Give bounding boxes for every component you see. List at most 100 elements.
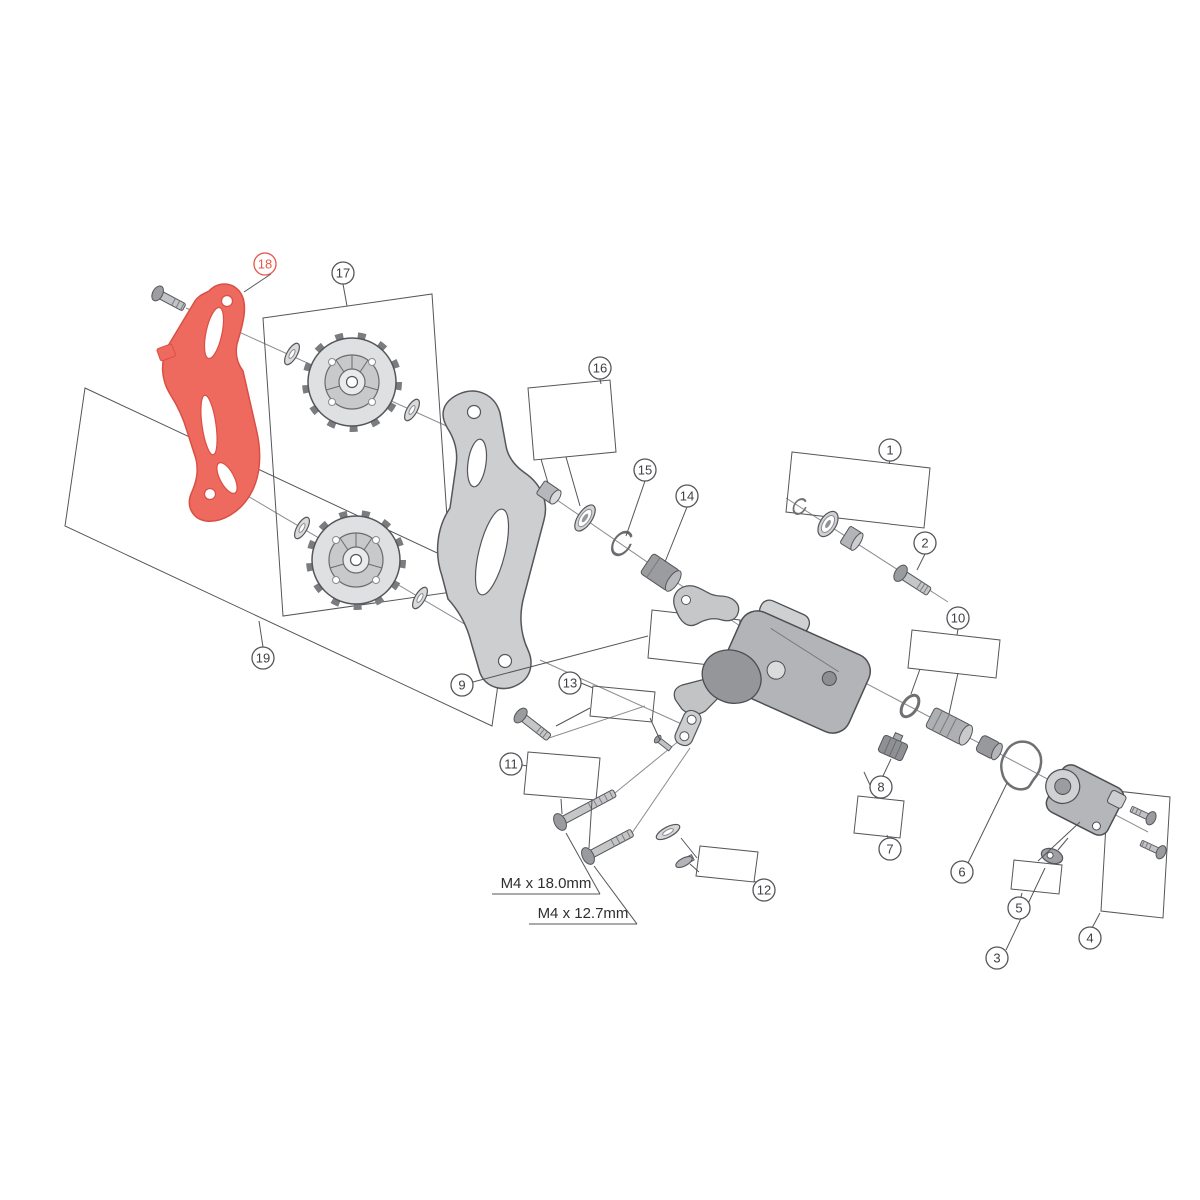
callout-7: 7: [878, 837, 902, 861]
leader-19: [258, 620, 264, 648]
leader-14: [664, 506, 688, 563]
axis-lower-link: [539, 659, 687, 727]
callout-18-highlighted: 18: [253, 252, 277, 276]
callout-16-label: 16: [593, 361, 607, 376]
leader-box16-a: [540, 458, 549, 484]
callout-4: 4: [1078, 926, 1102, 950]
motor-unit: [1045, 764, 1127, 836]
callout-11: 11: [499, 752, 523, 776]
leader-box12-a: [680, 837, 698, 859]
part-4-screw-upper: [1129, 806, 1157, 826]
leader-box12-b: [689, 863, 700, 873]
axis-bolt-13: [548, 705, 646, 739]
part-6-gasket: [999, 740, 1043, 791]
callout-6: 6: [950, 860, 974, 884]
leader-18: [243, 273, 272, 293]
group-box-10: [907, 629, 1001, 679]
derailleur-body: [673, 599, 872, 734]
leader-15: [625, 480, 646, 537]
leader-box10-b: [948, 672, 959, 715]
callout-10-label: 10: [951, 611, 965, 626]
dimension-leader-m4x18: [565, 832, 601, 895]
leader-box11-a: [560, 798, 563, 815]
group-box-11: [523, 751, 601, 801]
part-16-roller: [536, 480, 562, 505]
parts: [151, 283, 1167, 869]
leader-8: [882, 758, 892, 777]
callout-12: 12: [752, 878, 776, 902]
callout-3-label: 3: [993, 951, 1000, 966]
axis-bolt-b: [631, 747, 691, 834]
callout-13: 13: [558, 671, 582, 695]
callout-12-label: 12: [757, 883, 771, 898]
part-16-bearing: [574, 504, 596, 532]
callout-17-label: 17: [336, 266, 350, 281]
group-box-16: [527, 379, 617, 461]
leader-6: [967, 782, 1008, 864]
washer: [404, 398, 420, 422]
callout-19: 19: [251, 646, 275, 670]
callout-7-label: 7: [886, 842, 893, 857]
washer: [412, 586, 428, 610]
washer: [284, 342, 300, 366]
callout-5: 5: [1007, 896, 1031, 920]
leader-box16-b: [565, 456, 581, 507]
group-boxes: [64, 293, 1171, 919]
part-1-bearing: [817, 510, 839, 538]
body-link-plate: [674, 709, 702, 747]
callout-5-label: 5: [1015, 901, 1022, 916]
part-12-nut: [675, 854, 695, 869]
callout-8: 8: [869, 775, 893, 799]
callout-1: 1: [878, 438, 902, 462]
part-17-guide-pulley: [305, 335, 399, 429]
leader-16: [599, 378, 602, 385]
callout-17: 17: [331, 261, 355, 285]
part-18-inner-plate-highlighted: [156, 283, 261, 522]
part-10-o-ring: [899, 693, 921, 719]
callout-1-label: 1: [886, 443, 893, 458]
callout-2: 2: [913, 531, 937, 555]
part-3-pull-tab: [1040, 837, 1069, 865]
leader-4: [1091, 912, 1101, 929]
part-11-bolt-long: [553, 789, 617, 831]
leader-10: [956, 628, 959, 636]
group-box-12: [695, 845, 759, 883]
leader-5: [1020, 892, 1023, 898]
leader-17: [342, 283, 348, 307]
group-box-5: [1010, 859, 1063, 895]
stopper-cap: [975, 735, 1003, 761]
callout-16: 16: [588, 356, 612, 380]
part-8-adjust-block: [877, 732, 909, 762]
part-11-bolt-short: [581, 829, 634, 865]
group-box-4: [1100, 789, 1171, 919]
callouts: 1 2 3 4 5 6 7 8: [251, 252, 1102, 970]
leader-box5: [1037, 821, 1081, 862]
part-1-spacer: [840, 526, 864, 551]
dimension-leader-m4x127: [593, 865, 638, 925]
leader-2: [916, 553, 926, 571]
dimension-label-m4x127: M4 x 12.7mm: [538, 905, 629, 922]
group-box-13: [589, 685, 656, 723]
callout-6-label: 6: [958, 865, 965, 880]
callout-15: 15: [633, 458, 657, 482]
group-box-7: [853, 795, 905, 839]
washer: [294, 516, 310, 540]
callout-14-label: 14: [680, 489, 694, 504]
callout-8-label: 8: [877, 780, 884, 795]
part-12-washer: [655, 823, 681, 841]
callout-3: 3: [985, 946, 1009, 970]
callout-15-label: 15: [638, 463, 652, 478]
callout-2-label: 2: [921, 536, 928, 551]
inner-plate-tab: [156, 343, 176, 362]
outer-plate: [436, 390, 547, 690]
leader-box13-b: [649, 717, 661, 741]
cage-bolt: [151, 285, 186, 311]
part-4-screw-lower: [1139, 840, 1167, 860]
leader-box13-a: [555, 707, 591, 727]
part-1-snap-ring: [792, 498, 807, 515]
dimension-label-m4x18: M4 x 18.0mm: [501, 875, 592, 892]
callout-10: 10: [946, 606, 970, 630]
leader-box10-a: [910, 668, 921, 695]
